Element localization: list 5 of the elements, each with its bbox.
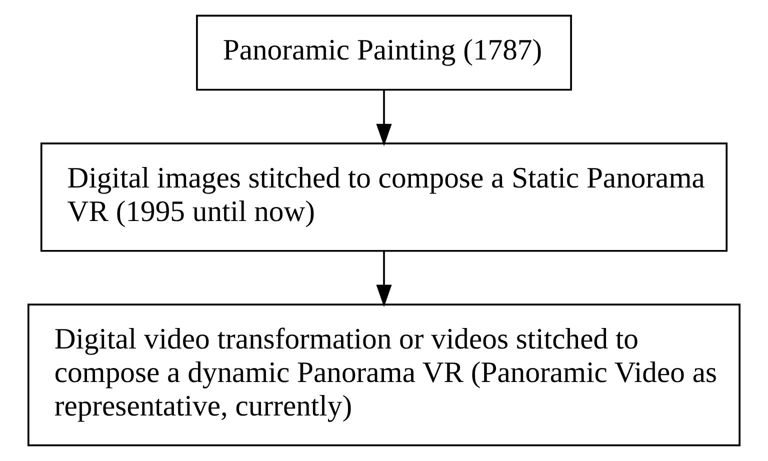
node-box: Digital images stitched to compose a Static Panorama VR (1995 until now) bbox=[40, 142, 728, 252]
node-box: Panoramic Painting (1787) bbox=[196, 14, 572, 91]
node-box: Digital video transformation or videos stitched to compose a dynamic Panorama VR (Panoramic Video as representative, currently) bbox=[27, 304, 741, 446]
arrow bbox=[376, 90, 392, 146]
arrow bbox=[376, 251, 392, 307]
